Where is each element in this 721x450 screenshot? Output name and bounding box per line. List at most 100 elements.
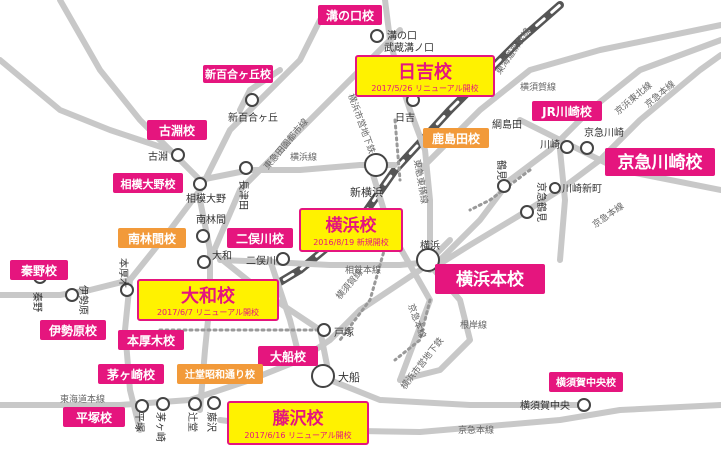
school-sagamiono-box — [113, 173, 183, 193]
line-yokosuka — [327, 377, 583, 408]
label-municipal: 横浜市営地下鉄 — [345, 92, 378, 155]
station-label-tsurumi: 鶴見 — [495, 160, 508, 180]
station-pin-tsujido — [188, 397, 202, 411]
school-ofuna-label: 大船校 — [270, 349, 307, 364]
label-yokosuka-north: 横須賀線 — [520, 81, 556, 93]
school-hadano-label: 秦野校 — [20, 263, 58, 278]
school-fujisawa-label: 藤沢校 — [273, 408, 325, 429]
school-honatsugi-box — [118, 330, 184, 350]
school-shinyurigaoka[interactable]: 新百合ヶ丘校 — [203, 65, 273, 83]
school-sagamiono[interactable]: 相模大野校 — [113, 173, 183, 193]
station-label-tsujido: 辻堂 — [186, 412, 199, 432]
station-label-honatsugi: 本厚木 — [117, 258, 130, 288]
station-label-keikyu-kawasaki: 京急川崎 — [584, 126, 624, 139]
school-isehara[interactable]: 伊勢原校 — [40, 320, 106, 340]
school-yokohama-honsha[interactable]: 横浜本校 — [435, 264, 545, 294]
school-ofuna-box — [258, 346, 318, 366]
school-yokohama-honsha-box — [435, 264, 545, 294]
school-kobuchi-label: 古淵校 — [159, 123, 196, 138]
school-futamatagawa[interactable]: 二俣川校 — [227, 228, 293, 248]
school-minamirinkan[interactable]: 南林間校 — [118, 228, 186, 248]
school-fujisawa[interactable]: 藤沢校 2017/6/16 リニューアル開校 — [227, 401, 369, 445]
school-yokohama[interactable]: 横浜校 2016/8/19 新規開校 — [299, 208, 403, 252]
label-yokohama-line: 横浜線 — [290, 151, 317, 163]
station-pin-yokosukachuo — [577, 398, 591, 412]
station-pin-kobuchi — [171, 148, 185, 162]
school-isehara-box — [40, 320, 106, 340]
line-shinkansen — [246, 1, 564, 304]
line-misc-3 — [0, 57, 173, 153]
label-sotetsu: 相鉄本線 — [345, 264, 381, 276]
station-label-kawasakishinmachi: 川崎新町 — [562, 182, 602, 195]
station-pin-totsuka — [317, 323, 331, 337]
school-yamato-box — [137, 279, 279, 321]
school-mizonokuchi-label: 溝の口校 — [326, 8, 375, 23]
school-yokosukachuo[interactable]: 横須賀中央校 — [549, 372, 623, 392]
station-pin-keikyu-kawasaki — [580, 141, 594, 155]
school-jr-kawasaki-box — [532, 101, 602, 121]
school-hiratsuka-box — [63, 407, 125, 427]
school-minamirinkan-box — [118, 228, 186, 248]
station-label-yokosukachuo: 横須賀中央 — [520, 399, 570, 412]
school-yokohama-label: 横浜校 — [326, 215, 378, 236]
school-futamatagawa-box — [227, 228, 293, 248]
school-kashimada[interactable]: 鹿島田校 — [423, 128, 489, 148]
school-jr-kawasaki[interactable]: JR川崎校 — [532, 101, 602, 121]
school-yamato-label: 大和校 — [181, 285, 236, 307]
school-keikyu-kawasaki[interactable]: 京急川崎校 — [605, 148, 715, 176]
station-pin-honatsugi — [120, 283, 134, 297]
station-label-shinyuri: 新百合ヶ丘 — [228, 111, 278, 124]
school-chigasaki[interactable]: 茅ヶ崎校 — [98, 364, 164, 384]
school-hiyoshi-box — [355, 55, 495, 97]
school-fujisawa-box — [227, 401, 369, 445]
school-yamato-note: 2017/6/7 リニューアル開校 — [157, 307, 259, 317]
station-label-kawasaki: 川崎 — [540, 138, 560, 151]
school-kashimada-box — [423, 128, 489, 148]
label-keikyu-bottom: 京急本線 — [458, 424, 494, 436]
station-pin-nagatsuta — [239, 161, 253, 175]
line-dotted-3 — [393, 298, 432, 362]
line-misc-4 — [517, 117, 721, 193]
station-pin-chigasaki — [156, 397, 170, 411]
school-kobuchi[interactable]: 古淵校 — [147, 120, 207, 140]
line-sagami — [122, 277, 143, 433]
station-label-kobuchi: 古淵 — [148, 150, 168, 163]
school-hiratsuka[interactable]: 平塚校 — [63, 407, 125, 427]
station-label-fujisawa: 藤沢 — [205, 412, 218, 432]
label-tokaido-honsen: 東海道本線 — [60, 393, 105, 405]
line-subway — [207, 247, 333, 383]
line-keihin — [437, 37, 721, 263]
station-pin-kawasakishinmachi — [549, 182, 561, 194]
station-pin-minamirinkan — [196, 229, 210, 243]
station-pin-yamato — [197, 255, 211, 269]
school-chigasaki-label: 茅ヶ崎校 — [107, 367, 156, 382]
school-hadano[interactable]: 秦野校 — [10, 260, 68, 280]
school-hadano-box — [10, 260, 68, 280]
station-label-minamirinkan: 南林間 — [196, 213, 226, 226]
line-misc-6 — [557, 147, 568, 263]
school-tsujido-showa[interactable]: 辻堂昭和通り校 — [177, 364, 263, 384]
label-keikyu-e: 京急本線 — [590, 200, 626, 230]
school-mizonokuchi[interactable]: 溝の口校 — [318, 5, 382, 25]
line-dotted-2 — [338, 228, 392, 342]
station-pin-sagamiono — [193, 177, 207, 191]
school-ofuna[interactable]: 大船校 — [258, 346, 318, 366]
station-pin-futamatagawa — [276, 252, 290, 266]
school-kobuchi-box — [147, 120, 207, 140]
station-label-ofuna: 大船 — [338, 370, 360, 384]
station-label-shinyokohama: 新横浜 — [350, 185, 383, 199]
school-yamato[interactable]: 大和校 2017/6/7 リニューアル開校 — [137, 279, 279, 321]
school-hiyoshi[interactable]: 日吉校 2017/5/26 リニューアル開校 — [355, 55, 495, 97]
school-hiyoshi-label: 日吉校 — [398, 61, 453, 83]
station-label-hiratsuka: 平塚 — [133, 412, 145, 432]
school-honatsugi[interactable]: 本厚木校 — [118, 330, 184, 350]
school-shinyurigaoka-box — [203, 65, 273, 83]
label-denentoshi: 東急田園都市線 — [261, 116, 311, 172]
station-pin-hiratsuka — [135, 399, 149, 413]
station-label-mizonokuchi-2: 武蔵溝ノ口 — [384, 41, 434, 54]
station-pin-kawasaki — [560, 140, 574, 154]
station-label-mizonokuchi-1: 溝の口 — [387, 29, 417, 42]
school-shinyurigaoka-label: 新百合ヶ丘校 — [205, 67, 272, 81]
school-jr-kawasaki-label: JR川崎校 — [541, 104, 593, 119]
